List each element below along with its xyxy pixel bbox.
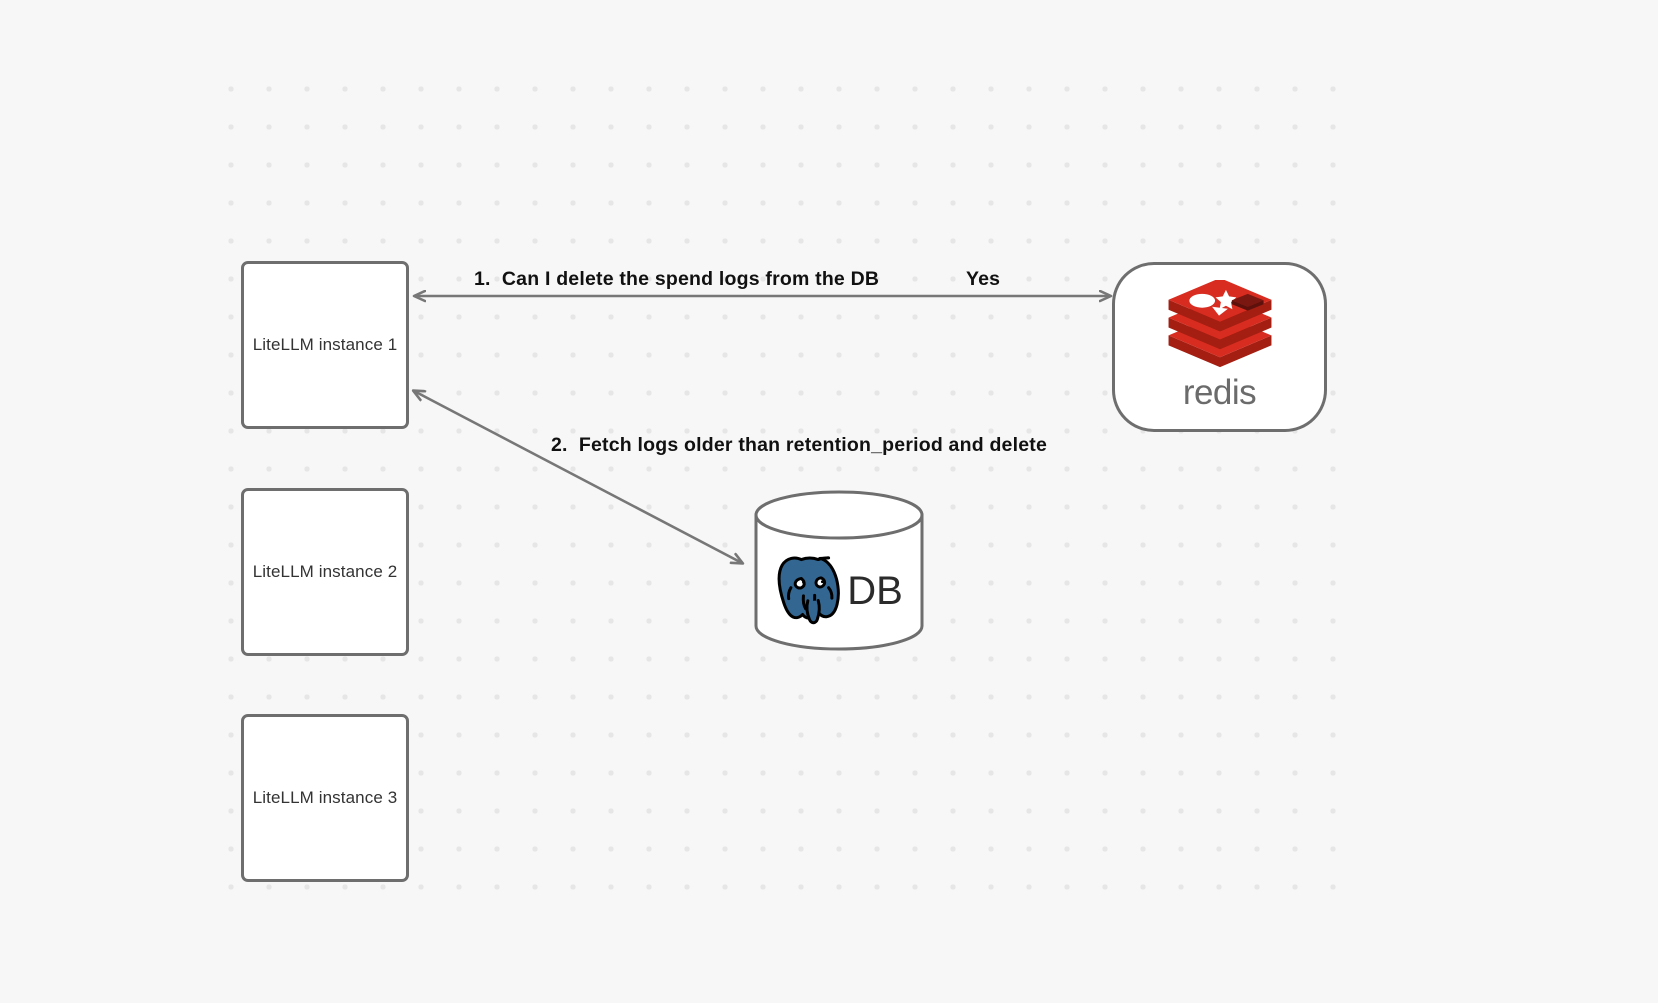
node-litellm-instance-3[interactable]: LiteLLM instance 3: [241, 714, 409, 882]
node-litellm-instance-2[interactable]: LiteLLM instance 2: [241, 488, 409, 656]
node-litellm-instance-2-label: LiteLLM instance 2: [252, 562, 398, 581]
canvas-margin-bottom: [0, 890, 1658, 1003]
edge-litellm1-db: [414, 391, 742, 563]
node-redis[interactable]: redis: [1112, 262, 1327, 432]
db-content: DB: [753, 541, 925, 641]
canvas-margin-top: [0, 0, 1658, 55]
edge-label-reply: Yes: [966, 268, 1001, 290]
node-database[interactable]: DB: [753, 489, 925, 652]
db-label: DB: [847, 569, 903, 613]
canvas-margin-left: [0, 0, 205, 1003]
node-litellm-instance-1-label: LiteLLM instance 1: [252, 335, 398, 354]
svg-text:redis: redis: [1183, 373, 1256, 412]
canvas-margin-right: [1348, 0, 1658, 1003]
redis-wordmark-text: redis: [1183, 373, 1257, 412]
edge-label-fetch-delete: 2. Fetch logs older than retention_perio…: [551, 434, 1048, 456]
node-litellm-instance-1[interactable]: LiteLLM instance 1: [241, 261, 409, 429]
redis-logo-icon: [1168, 279, 1271, 367]
node-litellm-instance-3-label: LiteLLM instance 3: [252, 788, 398, 807]
postgresql-elephant-icon: [776, 554, 842, 625]
edge-label-request: 1. Can I delete the spend logs from the …: [474, 268, 880, 290]
